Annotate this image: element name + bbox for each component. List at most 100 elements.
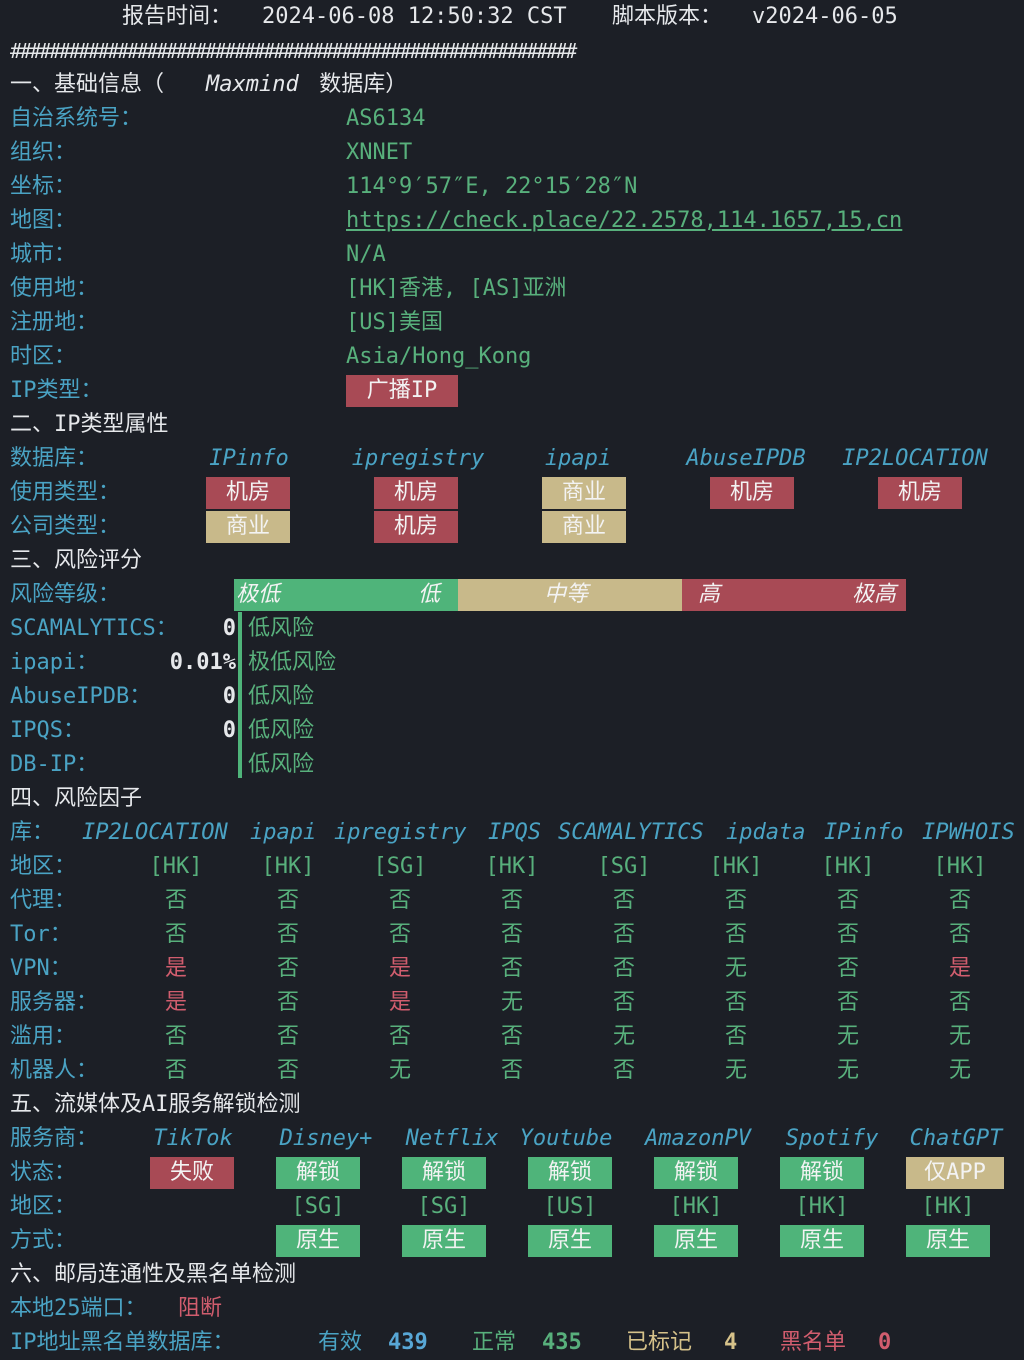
lib-ipwhois: IPWHOIS xyxy=(922,820,1015,845)
media-method-row: 方式： 原生 原生 原生 原生 原生 原生 xyxy=(0,1224,1024,1258)
basic-row: 自治系统号：AS6134 xyxy=(0,102,1024,136)
media-title: 五、流媒体及AI服务解锁检测 xyxy=(10,1092,301,1117)
iptype-title: 二、IP类型属性 xyxy=(10,412,169,437)
risk-row: DB-IP：低风险 xyxy=(0,748,1024,782)
status-chatgpt: 仅APP xyxy=(906,1157,1004,1189)
basic-title-prefix: 一、基础信息（ xyxy=(10,72,165,97)
iptype-usage-label: 使用类型： xyxy=(10,480,121,505)
region-disney: [SG] xyxy=(291,1194,345,1219)
status-youtube: 解锁 xyxy=(528,1157,612,1189)
factor-cell: 否 xyxy=(276,888,299,913)
factor-cell: 是 xyxy=(164,990,187,1015)
factor-cell: 无 xyxy=(388,1058,411,1083)
mail-marked-label: 已标记 xyxy=(626,1330,693,1355)
mail-port-label: 本地25端口： xyxy=(10,1296,147,1321)
usage-badge-ipinfo: 机房 xyxy=(206,477,290,509)
basic-row-value: 114°9′57″E, 22°15′28″N xyxy=(346,174,638,199)
risk-row-verdict: 低风险 xyxy=(248,752,315,777)
version-label: 脚本版本： xyxy=(612,4,723,29)
status-tiktok: 失败 xyxy=(150,1157,234,1189)
factor-cell: 否 xyxy=(388,888,411,913)
factor-row-label: Tor： xyxy=(10,922,72,947)
method-netflix: 原生 xyxy=(402,1225,486,1257)
basic-row-label: 使用地： xyxy=(10,276,99,301)
basic-row-value: XNNET xyxy=(346,140,413,165)
factor-cell: [HK] xyxy=(933,854,987,879)
factor-cell: [HK] xyxy=(149,854,203,879)
iptype-company-row: 公司类型： 商业 机房 商业 xyxy=(0,510,1024,544)
risk-row-score: 0 xyxy=(222,616,236,641)
risk-row-label: ipapi： xyxy=(10,650,99,675)
basic-row-label: 时区： xyxy=(10,344,77,369)
service-tiktok: TikTok xyxy=(153,1126,233,1151)
factor-cell: 否 xyxy=(836,922,859,947)
status-netflix: 解锁 xyxy=(402,1157,486,1189)
factors-lib-row: 库： IP2LOCATION ipapi ipregistry IPQS SCA… xyxy=(0,816,1024,850)
risk-bar-mid xyxy=(458,579,682,611)
basic-row: 地图： https://check.place/22.2578,114.1657,… xyxy=(0,204,1024,238)
basic-row-label: 地图： xyxy=(10,208,77,233)
service-netflix: Netflix xyxy=(405,1126,499,1151)
factor-cell: [SG] xyxy=(373,854,427,879)
lib-scamalytics: SCAMALYTICS xyxy=(558,820,704,845)
lib-ipregistry: ipregistry xyxy=(334,820,467,845)
factor-cell: [HK] xyxy=(261,854,315,879)
factor-cell: 否 xyxy=(724,1024,747,1049)
factor-row-label: 服务器： xyxy=(10,990,99,1015)
iptype-db-0: IPinfo xyxy=(209,446,289,471)
lib-ipinfo: IPinfo xyxy=(824,820,904,845)
basic-row-value: Asia/Hong_Kong xyxy=(346,344,532,369)
factor-cell: 是 xyxy=(948,956,971,981)
status-disney: 解锁 xyxy=(276,1157,360,1189)
risk-scale-very-high: 极高 xyxy=(852,582,897,607)
iptype-db-1: ipregistry xyxy=(351,446,485,471)
risk-scale-low: 低 xyxy=(418,582,441,607)
factor-cell: 无 xyxy=(612,1024,635,1049)
risk-scale-high: 高 xyxy=(698,582,721,607)
risk-row: ipapi：0.01%极低风险 xyxy=(0,646,1024,680)
factor-cell: 否 xyxy=(948,990,971,1015)
separator-text: ########################################… xyxy=(10,39,577,63)
mail-marked: 4 xyxy=(724,1330,738,1355)
factor-row-label: 滥用： xyxy=(10,1024,77,1049)
factor-cell: 否 xyxy=(836,956,859,981)
factor-cell: 无 xyxy=(948,1058,971,1083)
mail-bl-label: IP地址黑名单数据库： xyxy=(10,1330,235,1355)
risk-row-label: SCAMALYTICS： xyxy=(10,616,178,641)
factor-cell: 否 xyxy=(500,1024,523,1049)
risk-row-label: IPQS： xyxy=(10,718,85,743)
factor-cell: [SG] xyxy=(597,854,651,879)
basic-row: 组织：XNNET xyxy=(0,136,1024,170)
factor-row: 滥用：否否否否无否无无 xyxy=(0,1020,1024,1054)
iptype-db-3: AbuseIPDB xyxy=(686,446,806,471)
factor-cell: 无 xyxy=(500,990,523,1015)
factor-cell: 否 xyxy=(836,990,859,1015)
risk-scale-medium: 中等 xyxy=(544,582,589,607)
factor-row: 机器人：否否无否否无无无 xyxy=(0,1054,1024,1088)
map-link[interactable]: https://check.place/22.2578,114.1657,15,… xyxy=(346,208,903,233)
risk-row-verdict: 极低风险 xyxy=(248,650,337,675)
factor-cell: 否 xyxy=(164,922,187,947)
factor-cell: 否 xyxy=(164,1024,187,1049)
factor-cell: 否 xyxy=(948,888,971,913)
iptype-company-label: 公司类型： xyxy=(10,514,121,539)
basic-row-label: 城市： xyxy=(10,242,77,267)
usage-badge-abuseipdb: 机房 xyxy=(710,477,794,509)
factor-cell: 否 xyxy=(276,1024,299,1049)
media-method-label: 方式： xyxy=(10,1228,77,1253)
factor-cell: 否 xyxy=(724,888,747,913)
factor-cell: 否 xyxy=(388,1024,411,1049)
risk-title: 三、风险评分 xyxy=(10,548,143,573)
service-disney: Disney+ xyxy=(279,1126,373,1151)
factor-cell: 否 xyxy=(948,922,971,947)
method-chatgpt: 原生 xyxy=(906,1225,990,1257)
mail-title: 六、邮局连通性及黑名单检测 xyxy=(10,1262,297,1287)
factor-row: 服务器：是否是无否否否否 xyxy=(0,986,1024,1020)
mail-port-value: 阻断 xyxy=(178,1296,223,1321)
region-netflix: [SG] xyxy=(417,1194,471,1219)
factor-cell: 无 xyxy=(836,1024,859,1049)
risk-row-verdict: 低风险 xyxy=(248,616,315,641)
risk-row-verdict: 低风险 xyxy=(248,684,315,709)
factor-cell: 否 xyxy=(388,922,411,947)
